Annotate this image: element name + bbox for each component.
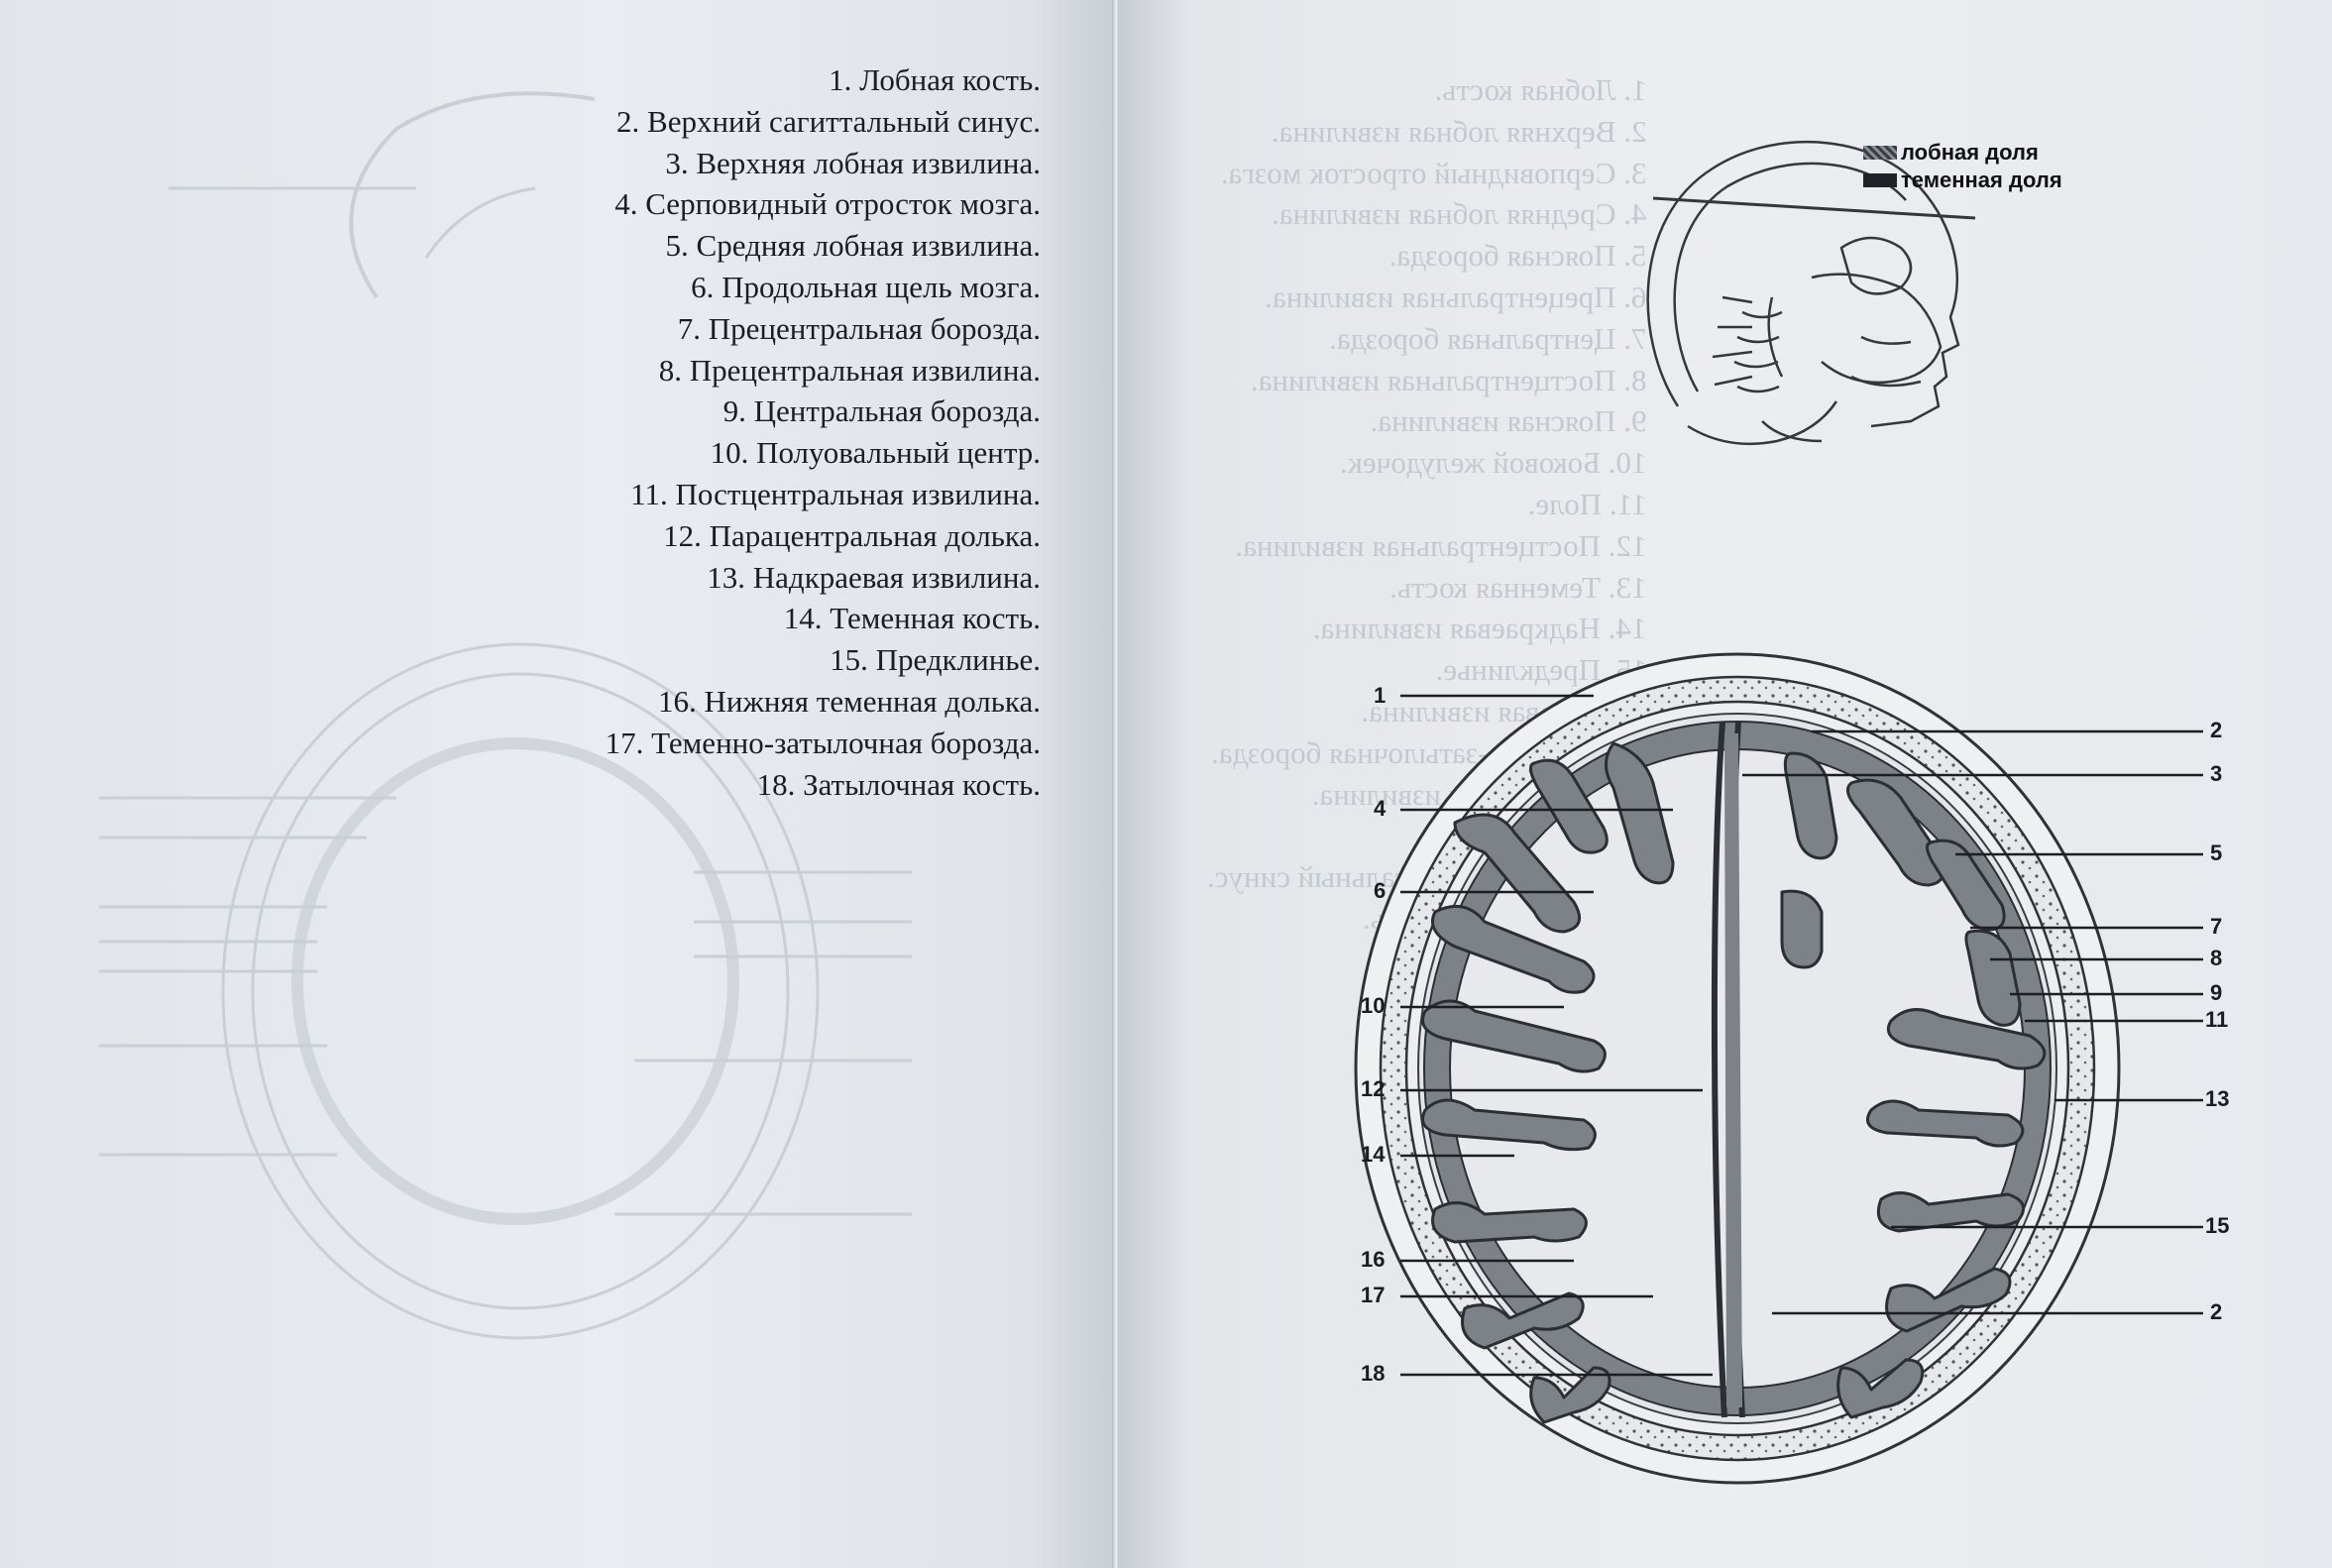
legend-item: 5. Средняя лобная извилина. xyxy=(665,228,1041,264)
callout-label: 8 xyxy=(2210,946,2223,970)
section-cut-line xyxy=(1652,196,1976,220)
callout-label: 15 xyxy=(2205,1213,2230,1238)
callout-label: 6 xyxy=(1374,878,1387,903)
callout-label: 12 xyxy=(1361,1076,1386,1101)
legend-item: 3. Верхняя лобная извилина. xyxy=(665,145,1041,180)
legend-item: 16. Нижняя теменная долька. xyxy=(658,683,1041,719)
parietal-lobe-swatch xyxy=(1863,173,1897,187)
legend-item: 4. Серповидный отросток мозга. xyxy=(614,186,1041,222)
left-page: 1. Лобная кость. 2. Верхний сагиттальный… xyxy=(0,0,1114,1568)
callout-label: 5 xyxy=(2210,840,2223,865)
frontal-lobe-swatch xyxy=(1863,146,1897,160)
lobe-legend-frontal: лобная доля xyxy=(1863,139,2062,167)
head-side-view-illustration xyxy=(1646,141,1976,446)
right-page: 1. Лобная кость. 2. Верхняя лобная извил… xyxy=(1118,0,2332,1568)
lobe-legend: лобная доля теменная доля xyxy=(1863,139,2062,194)
legend-item: 11. Постцентральная извилина. xyxy=(630,476,1041,511)
legend-item: 8. Прецентральная извилина. xyxy=(658,352,1041,388)
legend-item: 6. Продольная щель мозга. xyxy=(691,269,1041,304)
ghost-brain-illustration xyxy=(99,91,912,1340)
callout-label: 2 xyxy=(2210,718,2223,742)
callout-label: 2 xyxy=(2210,1299,2223,1324)
legend-item: 10. Полуовальный центр. xyxy=(710,435,1041,471)
callout-label: 9 xyxy=(2210,980,2223,1005)
book-spine xyxy=(1112,0,1120,1568)
callout-label: 3 xyxy=(2210,761,2223,786)
lobe-legend-parietal: теменная доля xyxy=(1863,167,2062,194)
frontal-lobe-label: лобная доля xyxy=(1901,140,2039,165)
callout-label: 4 xyxy=(1374,796,1387,821)
structure-legend: 1. Лобная кость. 2. Верхний сагиттальный… xyxy=(606,59,1041,805)
legend-item: 13. Надкраевая извилина. xyxy=(707,559,1041,595)
axial-brain-section-illustration xyxy=(1354,652,2203,1485)
legend-item: 12. Парацентральная долька. xyxy=(663,517,1041,553)
callout-label: 14 xyxy=(1361,1142,1386,1167)
legend-item: 7. Прецентральная борозда. xyxy=(677,310,1041,346)
ghost-line: 12. Постцентральная извилина. xyxy=(1235,527,1647,563)
legend-item: 2. Верхний сагиттальный синус. xyxy=(616,103,1041,139)
legend-item: 15. Предклинье. xyxy=(830,642,1041,678)
legend-item: 14. Теменная кость. xyxy=(783,601,1041,636)
callout-label: 1 xyxy=(1374,683,1387,708)
legend-item: 1. Лобная кость. xyxy=(829,62,1041,97)
callout-label: 16 xyxy=(1361,1247,1386,1272)
callout-label: 7 xyxy=(2210,914,2223,939)
callout-label: 10 xyxy=(1361,993,1386,1018)
callout-label: 17 xyxy=(1361,1283,1386,1307)
callout-label: 18 xyxy=(1361,1361,1386,1386)
legend-item: 18. Затылочная кость. xyxy=(756,766,1041,802)
callout-label: 11 xyxy=(2205,1007,2229,1032)
legend-item: 17. Теменно-затылочная борозда. xyxy=(605,725,1041,760)
callout-label: 13 xyxy=(2205,1086,2230,1111)
legend-item: 9. Центральная борозда. xyxy=(722,393,1041,429)
parietal-lobe-label: теменная доля xyxy=(1901,168,2062,192)
